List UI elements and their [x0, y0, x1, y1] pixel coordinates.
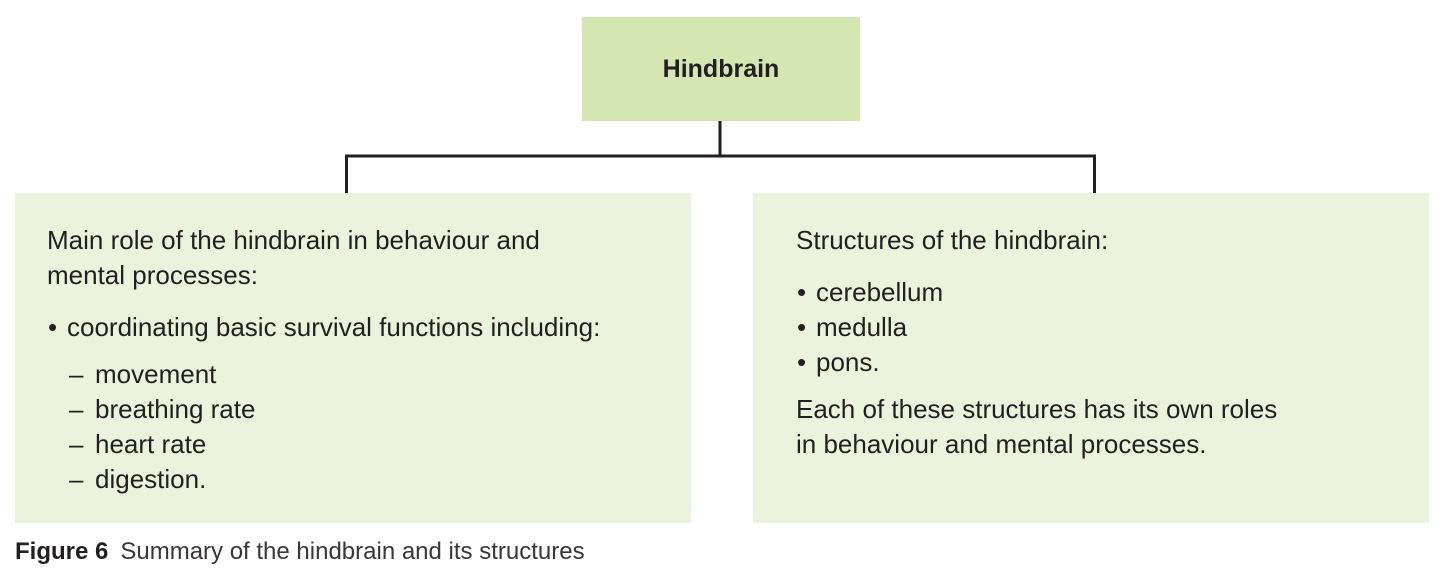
structures-note-line-2: in behaviour and mental processes. — [796, 429, 1207, 459]
survival-function-list: movement breathing rate heart rate diges… — [47, 357, 691, 497]
role-heading-line-2: mental processes: — [47, 260, 258, 290]
figure-caption: Figure 6 Summary of the hindbrain and its… — [15, 537, 585, 567]
list-item-medulla: medulla — [796, 310, 1429, 345]
list-item-digestion: digestion. — [69, 462, 691, 497]
list-item-cerebellum: cerebellum — [796, 275, 1429, 310]
list-item-movement: movement — [69, 357, 691, 392]
list-item-heart-rate: heart rate — [69, 427, 691, 462]
list-item-pons: pons. — [796, 345, 1429, 380]
structures-heading: Structures of the hindbrain: — [796, 225, 1109, 255]
structures-list: cerebellum medulla pons. — [796, 275, 1429, 380]
role-bullet: coordinating basic survival functions in… — [47, 310, 691, 345]
root-node: Hindbrain — [582, 17, 860, 121]
list-item-breathing-rate: breathing rate — [69, 392, 691, 427]
role-panel: Main role of the hindbrain in behaviour … — [15, 193, 691, 523]
role-heading-line-1: Main role of the hindbrain in behaviour … — [47, 225, 540, 255]
root-label: Hindbrain — [662, 54, 780, 83]
figure-caption-text: Summary of the hindbrain and its structu… — [120, 538, 585, 565]
structures-note-line-1: Each of these structures has its own rol… — [796, 394, 1278, 424]
figure-number: Figure 6 — [15, 538, 109, 565]
role-bullet-list: coordinating basic survival functions in… — [47, 310, 691, 345]
structures-panel: Structures of the hindbrain: cerebellum … — [753, 193, 1429, 523]
